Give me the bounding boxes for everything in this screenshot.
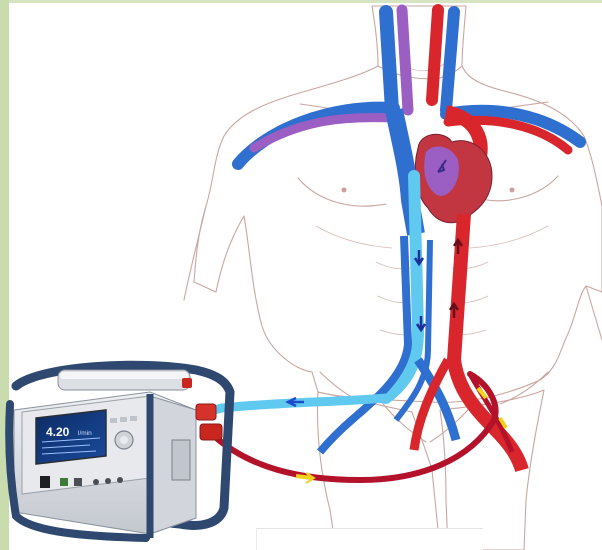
ecmo-device: 4.20 l/min	[9, 365, 230, 538]
panel-button[interactable]	[120, 417, 127, 422]
knob-icon[interactable]	[115, 431, 133, 449]
power-socket-icon	[40, 476, 50, 488]
flow-unit: l/min	[78, 430, 92, 437]
panel-button[interactable]	[130, 416, 137, 421]
flow-readout: 4.20	[46, 425, 70, 439]
caption-area	[256, 528, 483, 550]
panel-button[interactable]	[110, 418, 117, 423]
